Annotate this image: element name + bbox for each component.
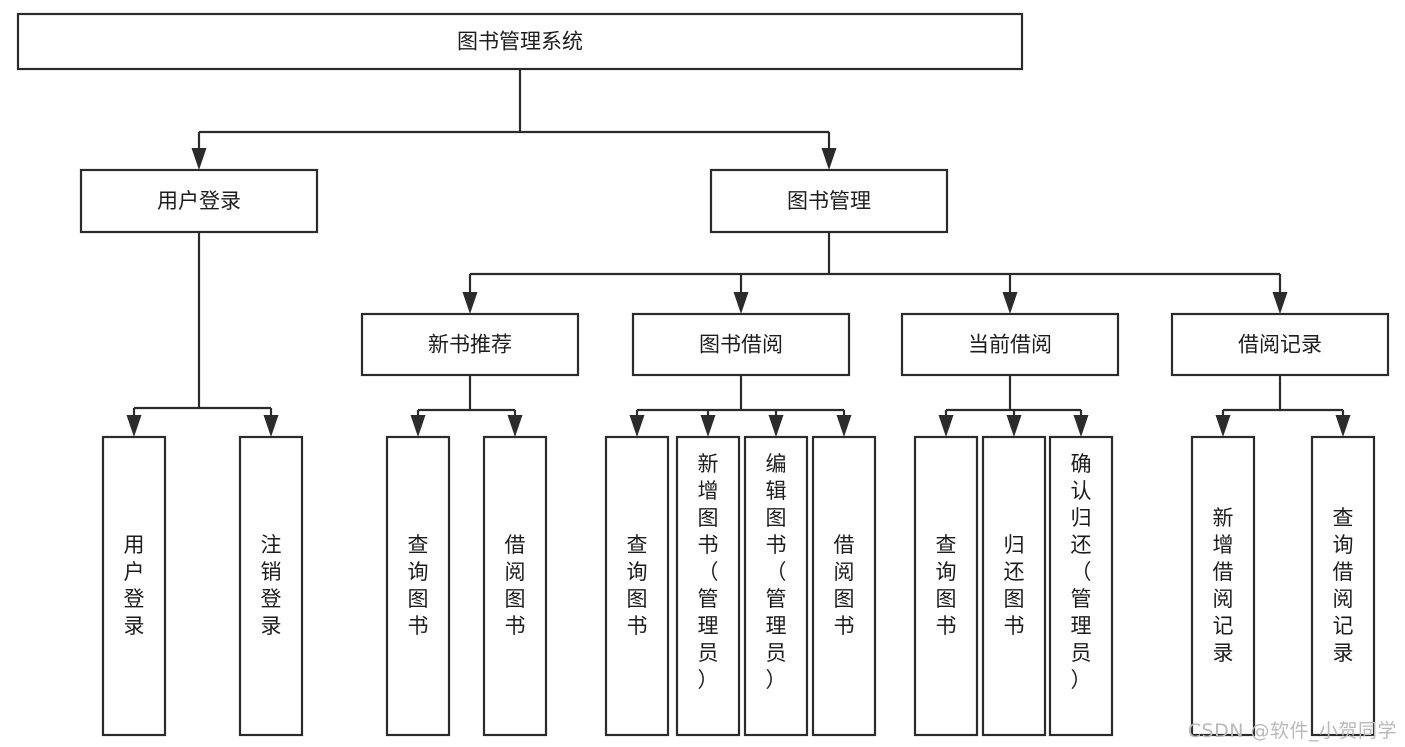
arrow-head-leaf-borrow-book-1: [507, 415, 523, 437]
arrow-head-new-book-recommend: [462, 292, 478, 314]
node-borrow-record[interactable]: 借阅记录: [1170, 312, 1390, 377]
edge-group-book-manage: [462, 232, 1288, 314]
node-label-leaf-query-book-1: 查询图书: [408, 533, 429, 638]
node-root[interactable]: 图书管理系统: [16, 12, 1024, 71]
node-label-book-manage: 图书管理: [787, 189, 871, 213]
edges-layer: [126, 69, 1351, 437]
node-box-leaf-add-book-admin: [675, 435, 741, 737]
node-box-leaf-query-borrow-record: [1310, 435, 1376, 737]
arrow-head-leaf-borrow-book-2: [836, 415, 852, 437]
node-label-leaf-query-borrow-record: 查询借阅记录: [1333, 506, 1354, 665]
node-leaf-edit-book-admin[interactable]: 编辑图书（管理员）: [743, 435, 809, 737]
edge-group-borrow-record: [1215, 375, 1351, 437]
node-box-leaf-user-logout: [238, 435, 304, 737]
node-leaf-add-book-admin[interactable]: 新增图书（管理员）: [675, 435, 741, 737]
node-label-current-borrow: 当前借阅: [968, 333, 1052, 357]
arrow-head-leaf-confirm-return-admin: [1073, 415, 1089, 437]
arrow-head-leaf-edit-book-admin: [768, 415, 784, 437]
arrow-head-leaf-query-borrow-record: [1335, 415, 1351, 437]
node-label-leaf-user-login: 用户登录: [124, 533, 145, 638]
arrow-head-leaf-user-logout: [263, 415, 279, 437]
node-box-current-borrow: [900, 312, 1120, 377]
arrow-head-user-login: [191, 148, 207, 170]
node-leaf-query-book-1[interactable]: 查询图书: [385, 435, 451, 737]
node-leaf-user-logout[interactable]: 注销登录: [238, 435, 304, 737]
node-box-leaf-return-book: [981, 435, 1047, 737]
node-box-leaf-edit-book-admin: [743, 435, 809, 737]
node-label-leaf-confirm-return-admin: 确认归还（管理员）: [1071, 452, 1092, 692]
arrow-head-leaf-user-login: [126, 415, 142, 437]
edge-group-current-borrow: [938, 375, 1089, 437]
edge-group-new-book-recommend: [410, 375, 523, 437]
node-box-leaf-user-login: [101, 435, 167, 737]
node-leaf-borrow-book-2[interactable]: 借阅图书: [811, 435, 877, 737]
node-leaf-query-borrow-record[interactable]: 查询借阅记录: [1310, 435, 1376, 737]
nodes-layer: 图书管理系统用户登录图书管理新书推荐图书借阅当前借阅借阅记录用户登录注销登录查询…: [16, 12, 1390, 737]
node-leaf-borrow-book-1[interactable]: 借阅图书: [482, 435, 548, 737]
node-label-user-login: 用户登录: [157, 189, 241, 213]
node-box-book-borrow: [631, 312, 851, 377]
arrow-head-borrow-record: [1272, 292, 1288, 314]
node-box-book-manage: [709, 168, 949, 234]
node-new-book-recommend[interactable]: 新书推荐: [360, 312, 580, 377]
node-box-leaf-borrow-book-1: [482, 435, 548, 737]
node-label-root: 图书管理系统: [457, 30, 583, 54]
arrow-head-leaf-query-book-1: [410, 415, 426, 437]
node-box-leaf-query-book-1: [385, 435, 451, 737]
arrow-head-book-manage: [821, 148, 837, 170]
node-book-manage[interactable]: 图书管理: [709, 168, 949, 234]
node-box-leaf-borrow-book-2: [811, 435, 877, 737]
node-box-leaf-confirm-return-admin: [1048, 435, 1114, 737]
node-leaf-query-book-3[interactable]: 查询图书: [913, 435, 979, 737]
node-label-leaf-user-logout: 注销登录: [261, 533, 282, 638]
node-label-leaf-query-book-2: 查询图书: [627, 533, 648, 638]
node-box-root: [16, 12, 1024, 71]
arrow-head-current-borrow: [1002, 292, 1018, 314]
node-leaf-return-book[interactable]: 归还图书: [981, 435, 1047, 737]
node-box-user-login: [79, 168, 319, 234]
node-box-leaf-query-book-2: [604, 435, 670, 737]
node-leaf-user-login[interactable]: 用户登录: [101, 435, 167, 737]
arrow-head-leaf-query-book-2: [629, 415, 645, 437]
node-label-leaf-return-book: 归还图书: [1004, 533, 1025, 638]
node-box-leaf-add-borrow-record: [1190, 435, 1256, 737]
node-label-leaf-borrow-book-2: 借阅图书: [834, 533, 855, 638]
node-label-leaf-borrow-book-1: 借阅图书: [505, 533, 526, 638]
node-leaf-add-borrow-record[interactable]: 新增借阅记录: [1190, 435, 1256, 737]
node-label-new-book-recommend: 新书推荐: [428, 333, 512, 357]
node-label-leaf-query-book-3: 查询图书: [936, 533, 957, 638]
node-box-leaf-query-book-3: [913, 435, 979, 737]
arrow-head-leaf-add-borrow-record: [1215, 415, 1231, 437]
node-leaf-query-book-2[interactable]: 查询图书: [604, 435, 670, 737]
node-book-borrow[interactable]: 图书借阅: [631, 312, 851, 377]
node-label-borrow-record: 借阅记录: [1238, 333, 1322, 357]
arrow-head-leaf-return-book: [1006, 415, 1022, 437]
node-box-new-book-recommend: [360, 312, 580, 377]
csdn-watermark: CSDN @软件_小贺同学: [1187, 720, 1397, 742]
node-user-login[interactable]: 用户登录: [79, 168, 319, 234]
edge-group-book-borrow: [629, 375, 852, 437]
edge-group-user-login: [126, 232, 279, 437]
arrow-head-leaf-query-book-3: [938, 415, 954, 437]
arrow-head-book-borrow: [733, 292, 749, 314]
edge-group-root: [191, 69, 837, 170]
node-label-leaf-add-book-admin: 新增图书（管理员）: [698, 452, 719, 692]
node-label-book-borrow: 图书借阅: [699, 333, 783, 357]
arrow-head-leaf-add-book-admin: [700, 415, 716, 437]
node-leaf-confirm-return-admin[interactable]: 确认归还（管理员）: [1048, 435, 1114, 737]
node-box-borrow-record: [1170, 312, 1390, 377]
node-label-leaf-add-borrow-record: 新增借阅记录: [1213, 506, 1234, 665]
node-current-borrow[interactable]: 当前借阅: [900, 312, 1120, 377]
node-label-leaf-edit-book-admin: 编辑图书（管理员）: [766, 452, 787, 692]
